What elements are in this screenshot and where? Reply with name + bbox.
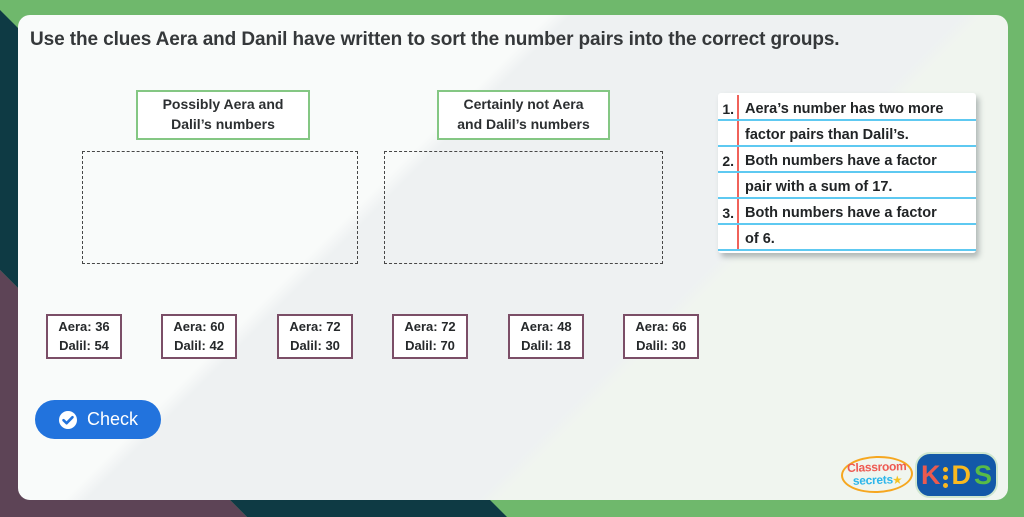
clue-number	[718, 225, 739, 249]
card-aera-value: Aera: 36	[58, 318, 110, 334]
card-dalil-value: Dalil: 54	[59, 337, 109, 353]
clue-number: 2.	[718, 147, 739, 171]
number-pair-card[interactable]: Aera: 72 Dalil: 30	[277, 314, 353, 359]
card-dalil-value: Dalil: 18	[521, 337, 571, 353]
clue-text: pair with a sum of 17.	[745, 179, 893, 195]
clue-row: 2. Both numbers have a factor	[718, 147, 976, 173]
dropzone-possibly[interactable]	[82, 151, 358, 264]
card-dalil-value: Dalil: 30	[636, 337, 686, 353]
number-pair-card[interactable]: Aera: 66 Dalil: 30	[623, 314, 699, 359]
card-dalil-value: Dalil: 30	[290, 337, 340, 353]
clue-number	[718, 121, 739, 145]
number-pair-card[interactable]: Aera: 72 Dalil: 70	[392, 314, 468, 359]
clue-row: pair with a sum of 17.	[718, 173, 976, 199]
number-pair-card[interactable]: Aera: 36 Dalil: 54	[46, 314, 122, 359]
check-button-label: Check	[86, 409, 139, 429]
clue-text: Both numbers have a factor	[745, 153, 937, 169]
group-label-line: Possibly Aera and	[162, 96, 284, 113]
group-label-line: and Dalil’s numbers	[457, 116, 590, 132]
kids-logo-letter-d: D	[951, 459, 971, 490]
classroom-secrets-logo-line2: secrets★	[852, 472, 902, 488]
card-aera-value: Aera: 48	[520, 318, 572, 334]
kids-logo: K D S	[915, 452, 998, 498]
clue-text: Both numbers have a factor	[745, 205, 937, 221]
clue-row: of 6.	[718, 225, 976, 251]
star-icon: ★	[892, 475, 902, 487]
kids-logo-i-dots	[943, 463, 949, 488]
clue-row: factor pairs than Dalil’s.	[718, 121, 976, 147]
clue-number	[718, 173, 739, 197]
card-aera-value: Aera: 60	[173, 318, 225, 334]
card-dalil-value: Dalil: 42	[174, 337, 224, 353]
card-aera-value: Aera: 66	[635, 318, 687, 334]
clue-number: 3.	[718, 199, 739, 223]
clue-text: factor pairs than Dalil’s.	[745, 127, 909, 143]
number-pair-card[interactable]: Aera: 60 Dalil: 42	[161, 314, 237, 359]
check-button[interactable]: Check	[35, 400, 161, 439]
clue-row: 1. Aera’s number has two more	[718, 95, 976, 121]
card-dalil-value: Dalil: 70	[405, 337, 455, 353]
clue-number: 1.	[718, 95, 739, 119]
card-aera-value: Aera: 72	[289, 318, 341, 334]
group-label-line: Dalil’s numbers	[171, 116, 275, 132]
clue-text: of 6.	[745, 231, 775, 247]
clue-text: Aera’s number has two more	[745, 101, 944, 117]
check-circle-icon	[58, 410, 78, 430]
group-label-certainly-not: Certainly not Aera and Dalil’s numbers	[437, 90, 610, 140]
kids-logo-letter-s: S	[973, 459, 992, 490]
kids-logo-letter-k: K	[920, 459, 941, 490]
clue-row: 3. Both numbers have a factor	[718, 199, 976, 225]
clues-notepad: 1. Aera’s number has two more factor pai…	[718, 93, 976, 253]
dropzone-certainly-not[interactable]	[384, 151, 663, 264]
group-label-line: Certainly not Aera	[463, 96, 584, 113]
number-pair-card[interactable]: Aera: 48 Dalil: 18	[508, 314, 584, 359]
card-aera-value: Aera: 72	[404, 318, 456, 334]
group-label-possibly: Possibly Aera and Dalil’s numbers	[136, 90, 310, 140]
instruction-title: Use the clues Aera and Danil have writte…	[30, 29, 840, 50]
